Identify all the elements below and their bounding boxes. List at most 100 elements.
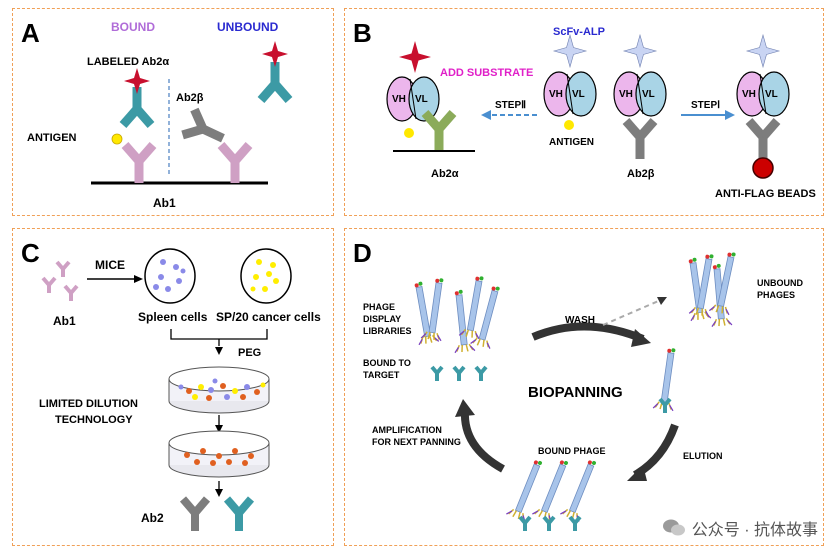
panel-b: B ScFv-ALP ADD SUBSTRATE VH VL Ab2α STEP… <box>344 8 824 216</box>
peg-arrowhead-icon <box>215 347 223 355</box>
antigen-center-label: ANTIGEN <box>549 137 594 148</box>
bound-phage-label: BOUND PHAGE <box>538 446 606 456</box>
step1-arrowhead-icon <box>725 110 735 120</box>
panel-b-letter: B <box>353 18 372 48</box>
right-gray-antibody-icon <box>749 121 777 159</box>
ab2b-gray-antibody-icon <box>626 121 654 159</box>
ab1-small-antibodies-icon <box>41 260 79 303</box>
wash-arrow <box>531 322 645 343</box>
bound-phage-cluster <box>505 455 603 523</box>
biopanning-label: BIOPANNING <box>528 384 623 401</box>
mice-arrowhead-icon <box>134 275 143 283</box>
spleen-cells-label: Spleen cells <box>138 310 208 324</box>
panel-d-letter: D <box>353 238 372 268</box>
peg-label: PEG <box>238 347 261 359</box>
phage-library-cluster <box>407 273 507 354</box>
center-blue-star-icon <box>553 34 587 68</box>
spleen-cells-circle <box>144 248 196 304</box>
amplification-arrow <box>460 410 505 473</box>
wash-arrowhead-icon <box>631 329 651 347</box>
for-next-panning-label: FOR NEXT PANNING <box>372 437 461 447</box>
unbound-ab2a-antibody-icon <box>261 62 289 100</box>
unbound-arrowhead-icon <box>657 297 667 305</box>
ab2b-label: Ab2β <box>176 92 204 104</box>
unbound-dashed-arrow <box>602 298 664 326</box>
sp20-label: SP/20 cancer cells <box>216 310 321 324</box>
libraries-label: LIBRARIES <box>363 326 412 336</box>
bound-to-label: BOUND TO <box>363 358 411 368</box>
ab2-gray-antibody-icon <box>183 499 207 531</box>
red-star-icon <box>124 68 150 94</box>
panel-c: C Ab1 MICE Spleen cells SP/20 cancer cel… <box>12 228 334 546</box>
vl-center-label: VL <box>572 89 585 100</box>
substrate-red-star-icon <box>399 41 431 73</box>
vh-left-label: VH <box>392 94 406 105</box>
dish-arrowhead-2-icon <box>215 489 223 497</box>
anti-flag-bead-icon <box>752 157 774 179</box>
panel-d: D PHAGE DISPLAY LIBRARIES BOUND TO TARGE… <box>344 228 824 546</box>
ab2b-blue-star-icon <box>623 34 657 68</box>
sp20-cell-dots <box>250 259 279 292</box>
unbound-phage-cluster <box>681 249 743 328</box>
sp20-cells-circle <box>240 248 292 304</box>
wash-label: WASH <box>565 315 595 326</box>
display-label: DISPLAY <box>363 314 401 324</box>
vh-ab2b-label: VH <box>619 89 633 100</box>
amplification-label: AMPLIFICATION <box>372 425 442 435</box>
unbound-star-icon <box>262 41 288 67</box>
antigen-dot-left-icon <box>404 128 414 138</box>
panel-a-letter: A <box>21 18 40 48</box>
merge-bracket <box>170 329 268 346</box>
vl-right-label: VL <box>765 89 778 100</box>
amplification-arrowhead-icon <box>455 399 475 417</box>
bound-phage-targets-icon <box>518 515 582 533</box>
watermark: 公众号 · 抗体故事 <box>662 516 818 540</box>
target-label: TARGET <box>363 370 400 380</box>
ab2-c-label: Ab2 <box>141 511 164 525</box>
panel-d-figure: D PHAGE DISPLAY LIBRARIES BOUND TO TARGE… <box>353 238 803 533</box>
right-blue-star-icon <box>746 34 780 68</box>
unbound-label: UNBOUND <box>217 20 279 34</box>
unbound-label-d: UNBOUND <box>757 278 803 288</box>
panel-c-letter: C <box>21 238 40 268</box>
antigen-smiley-icon <box>111 133 123 145</box>
vl-ab2b-label: VL <box>642 89 655 100</box>
antigen-dot-center-icon <box>564 120 574 130</box>
spleen-cell-dots <box>153 259 186 292</box>
wechat-icon <box>662 519 685 536</box>
step2-arrowhead-icon <box>481 110 491 120</box>
panel-c-figure: C Ab1 MICE Spleen cells SP/20 cancer cel… <box>21 238 321 547</box>
ab1-antibody-right-icon <box>221 145 249 183</box>
antigen-label: ANTIGEN <box>27 132 77 144</box>
limited-dilution-label: LIMITED DILUTION <box>39 398 138 410</box>
step1-label: STEPⅠ <box>691 100 720 111</box>
step2-label: STEPⅡ <box>495 100 526 111</box>
ab1-label: Ab1 <box>153 196 176 210</box>
anti-flag-beads-label: ANTI-FLAG BEADS <box>715 188 816 200</box>
technology-label: TECHNOLOGY <box>55 414 133 426</box>
vh-center-label: VH <box>549 89 563 100</box>
ab2-teal-antibody-icon <box>227 499 251 531</box>
target-antibodies-icon <box>430 365 488 383</box>
panel-a: A BOUND UNBOUND LABELED Ab2α Ab2β ANTIGE… <box>12 8 334 216</box>
elution-arrowhead-icon <box>627 465 647 481</box>
panel-b-figure: B ScFv-ALP ADD SUBSTRATE VH VL Ab2α STEP… <box>353 18 816 200</box>
ab2b-label-b: Ab2β <box>627 168 655 180</box>
watermark-text: 公众号 · 抗体故事 <box>691 522 818 539</box>
dish-arrowhead-1-icon <box>215 425 223 433</box>
add-substrate-label: ADD SUBSTRATE <box>440 67 533 79</box>
panel-a-figure: A BOUND UNBOUND LABELED Ab2α Ab2β ANTIGE… <box>21 18 335 210</box>
labeled-ab2a-label: LABELED Ab2α <box>87 56 169 68</box>
vl-left-label: VL <box>415 94 428 105</box>
ab1-antibody-icon <box>125 145 153 183</box>
phage-label: PHAGE <box>363 302 395 312</box>
scfv-alp-label: ScFv-ALP <box>553 26 605 38</box>
petri-dish-2 <box>168 430 270 478</box>
ab2a-antibody-icon <box>425 113 453 151</box>
elution-label: ELUTION <box>683 451 723 461</box>
ab1-c-label: Ab1 <box>53 314 76 328</box>
mice-label: MICE <box>95 258 125 272</box>
ab2a-label: Ab2α <box>431 168 459 180</box>
bound-label: BOUND <box>111 20 155 34</box>
vh-right-label: VH <box>742 89 756 100</box>
